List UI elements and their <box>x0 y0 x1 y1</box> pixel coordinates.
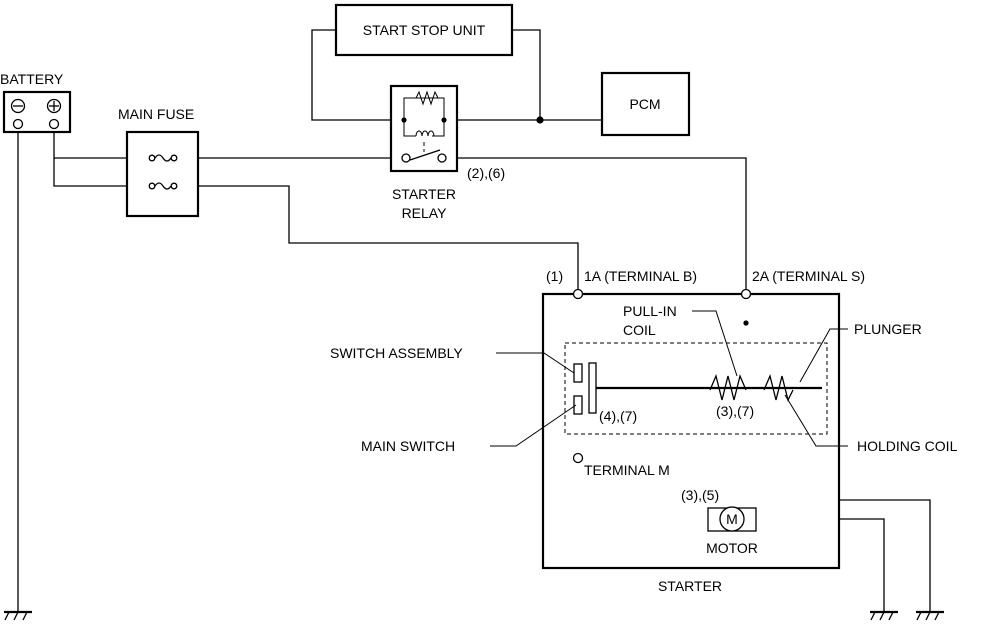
holding-coil-icon <box>763 373 794 402</box>
ref-37-label: (3),(7) <box>716 403 754 419</box>
battery-label: BATTERY <box>0 71 64 87</box>
starter-relay-label-line1: STARTER <box>392 186 456 202</box>
labels: BATTERY MAIN FUSE START STOP UNIT PCM ST… <box>0 22 958 594</box>
pcm-box <box>600 71 691 137</box>
main-fuse-box <box>125 130 200 218</box>
main-switch-plate <box>588 362 597 414</box>
battery-positive-post <box>48 118 60 130</box>
junction-dot <box>536 116 544 124</box>
fuse-terminal <box>148 154 156 162</box>
main-fuse <box>125 130 200 218</box>
holding-coil-label: HOLDING COIL <box>857 438 958 454</box>
switch-assembly-label: SWITCH ASSEMBLY <box>330 345 463 361</box>
pull-in-coil-icon <box>709 373 747 401</box>
main-switch-label: MAIN SWITCH <box>361 438 455 454</box>
pull-in-coil-label-line2: COIL <box>623 322 656 338</box>
terminal-s <box>740 288 752 300</box>
relay-to-terminal-s-wire <box>444 157 747 294</box>
relay-coil-lead <box>403 120 416 137</box>
motor-symbol-label: M <box>726 511 738 527</box>
fuse-terminal <box>170 154 178 162</box>
relay-switch-icon <box>409 149 441 161</box>
motor-label: MOTOR <box>706 540 758 556</box>
battery-to-fuse-lower-wire <box>53 126 140 187</box>
ref-1-label: (1) <box>546 268 563 284</box>
relay-contact <box>437 153 447 163</box>
starter <box>541 288 841 570</box>
plunger-label: PLUNGER <box>854 321 922 337</box>
main-switch-contact <box>573 363 583 383</box>
starter-label: STARTER <box>658 578 722 594</box>
starter-box <box>541 292 841 570</box>
terminal-m <box>572 452 584 464</box>
resistor-icon <box>415 90 439 106</box>
ref-35-label: (3),(5) <box>681 487 719 503</box>
fuse-terminal <box>148 182 156 190</box>
switch-assembly-boundary <box>564 342 828 435</box>
starter-relay-label-line2: RELAY <box>402 205 448 221</box>
motor-icon <box>719 506 745 532</box>
main-switch-leader <box>490 404 577 447</box>
fuse-element-icon <box>154 182 172 190</box>
battery-negative-post <box>12 118 24 130</box>
ground-battery-icon <box>4 610 32 621</box>
terminal-m-label: TERMINAL M <box>584 462 670 478</box>
pull-in-coil-leader <box>692 310 738 377</box>
leader-lines <box>490 310 848 447</box>
start-stop-unit-label: START STOP UNIT <box>363 22 486 38</box>
pcm-label: PCM <box>629 96 660 112</box>
main-fuse-label: MAIN FUSE <box>118 106 194 122</box>
junction-dot <box>401 117 407 123</box>
relay-contact <box>401 153 411 163</box>
relay-resistor-frame <box>403 97 445 120</box>
starter-relay <box>389 84 459 173</box>
fuse-terminal <box>170 182 178 190</box>
main-switch-contact <box>573 395 583 415</box>
fuse-to-terminal-b-wire <box>186 185 579 294</box>
relay-coil-icon <box>415 130 435 137</box>
terminal-s-label: 2A (TERMINAL S) <box>752 268 865 284</box>
terminal-b <box>572 288 584 300</box>
terminal-b-label: 1A (TERMINAL B) <box>584 268 697 284</box>
starter-relay-box <box>389 84 459 173</box>
ground-holding-coil-icon <box>916 610 944 621</box>
start-stop-unit-box <box>334 3 514 57</box>
holding-coil-leader <box>784 394 848 447</box>
ground-motor-icon <box>870 610 898 621</box>
relay-coil-lead <box>432 120 445 137</box>
pull-in-coil-label-line1: PULL-IN <box>623 303 677 319</box>
switch-assembly-leader <box>496 352 575 374</box>
ref-47-label: (4),(7) <box>599 408 637 424</box>
fuse-element-icon <box>154 154 172 162</box>
junction-dot <box>743 320 749 326</box>
junction-dot <box>441 117 447 123</box>
battery <box>2 90 72 134</box>
plunger-leader <box>799 328 848 383</box>
relay-ref-label: (2),(6) <box>467 165 505 181</box>
